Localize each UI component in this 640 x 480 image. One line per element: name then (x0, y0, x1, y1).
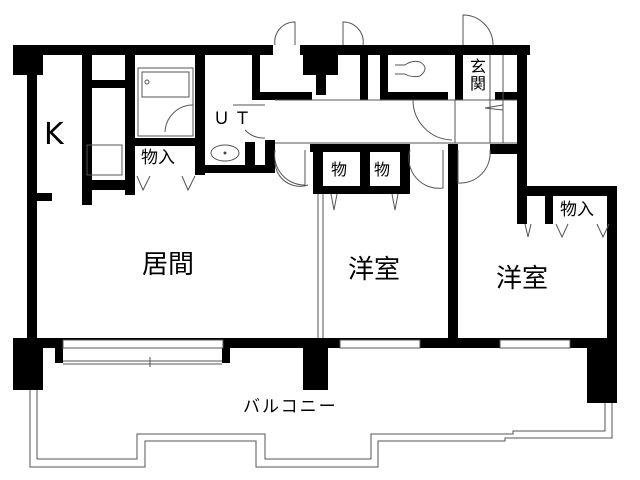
room-label-storage-2: 物 (331, 160, 348, 179)
walls (13, 45, 617, 403)
balcony-railing (29, 390, 613, 468)
room-label-storage-3: 物 (374, 160, 391, 179)
closet-doors (136, 104, 610, 239)
room-label-utility-toilet: ＵＴ (213, 109, 255, 129)
windows (62, 339, 571, 367)
room-label-living: 居間 (142, 250, 195, 280)
room-label-kitchen: K (44, 117, 64, 152)
room-label-storage-1: 物入 (141, 148, 175, 168)
room-label-western-room-2: 洋室 (496, 264, 549, 294)
doors (233, 14, 494, 189)
room-label-storage-4: 物入 (560, 200, 594, 220)
room-label-balcony: バルコニー (243, 397, 338, 417)
room-label-entrance: 玄関 (467, 58, 486, 92)
fixtures (86, 55, 517, 338)
room-label-western-room-1: 洋室 (348, 255, 401, 285)
